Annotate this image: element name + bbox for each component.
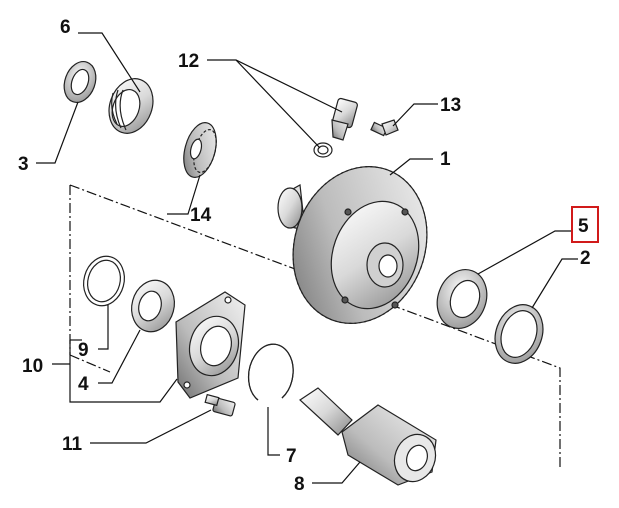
part-3-seal	[63, 61, 97, 103]
part-1-differential	[277, 166, 428, 324]
callout-14: 14	[190, 205, 212, 226]
callout-11: 11	[62, 434, 83, 455]
callout-13: 13	[440, 95, 461, 116]
callout-4: 4	[78, 374, 89, 395]
part-5-seal	[436, 269, 488, 329]
part-9-ring	[83, 255, 125, 307]
callout-12: 12	[178, 51, 199, 72]
part-12-fitting	[313, 97, 358, 158]
part-6-bearing	[108, 78, 154, 134]
part-11-bolt	[204, 393, 236, 417]
part-10-flange	[175, 291, 246, 399]
part-13-bolt	[370, 119, 399, 137]
callout-6: 6	[60, 17, 71, 38]
callout-2: 2	[580, 248, 591, 269]
assembly-outline	[69, 184, 561, 468]
callout-5-highlight-box	[571, 206, 599, 243]
callout-7: 7	[286, 446, 297, 467]
callout-8: 8	[294, 474, 305, 495]
callout-9: 9	[78, 340, 89, 361]
callout-3: 3	[18, 154, 29, 175]
part-7-circlip	[247, 343, 294, 401]
part-2-ring	[494, 304, 544, 364]
callout-10: 10	[22, 356, 43, 377]
callout-1: 1	[440, 149, 451, 170]
part-8-shaft	[299, 387, 437, 486]
part-4-bearing	[131, 279, 175, 333]
part-14-gear	[183, 122, 217, 178]
callout-5: 5	[578, 216, 589, 237]
leader-lines	[36, 32, 578, 484]
